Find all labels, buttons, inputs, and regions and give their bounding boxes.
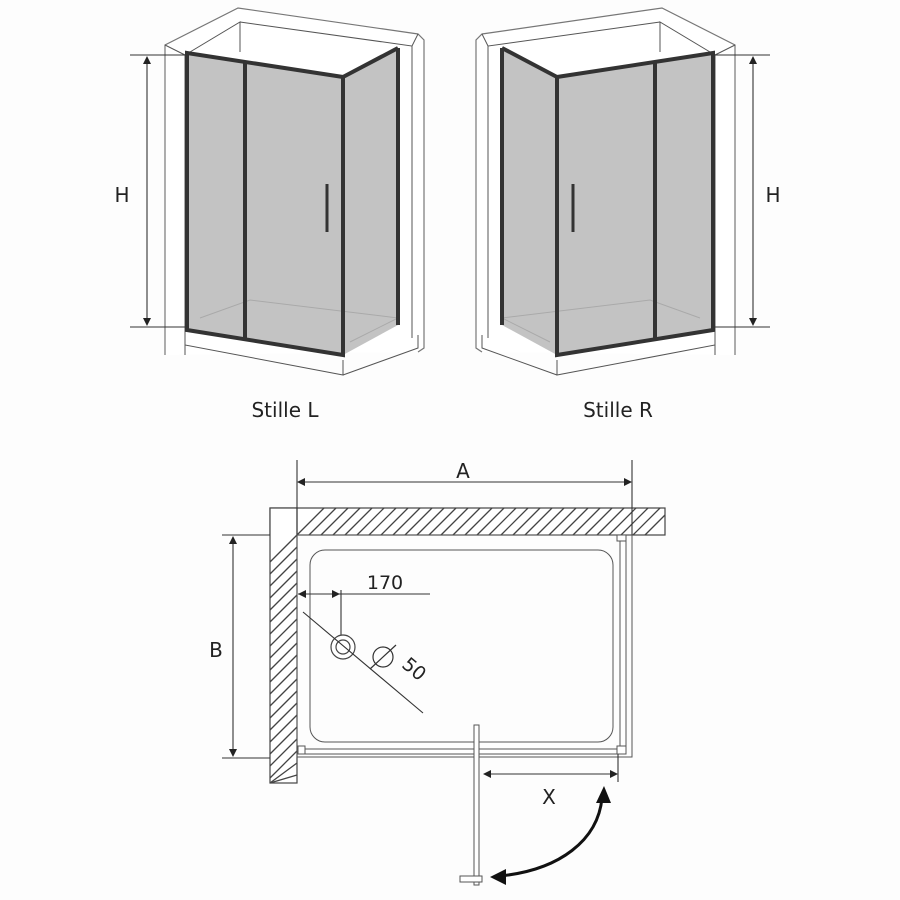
front-panel [297,745,627,755]
hatch-line [620,507,649,536]
hatch-line [416,507,445,536]
hatch-line [269,702,298,731]
hatch-line [269,630,298,659]
hatch-line [269,618,298,647]
hatch-line [524,507,553,536]
hatch-line [392,507,421,536]
hatch-line [269,678,298,707]
hatch-line [269,582,298,611]
hatch-line [269,750,298,779]
hatch-line [269,654,298,683]
hatch-line [269,774,298,784]
hatch-line [548,507,577,536]
hatch-line [308,507,337,536]
hatch-line [572,507,601,536]
plan-view [222,460,666,886]
door-frame [185,46,400,358]
depth-dimension [222,534,270,759]
door-opening-label: X [542,785,556,809]
hatch-line [332,507,361,536]
hatch-line [269,570,298,599]
glass-panels [187,48,398,355]
depth-label: B [209,638,223,662]
hatch-line [452,507,481,536]
tray-outline [296,534,633,758]
hatch-line [269,606,298,635]
hatch-line [269,546,298,575]
wall-hatching [269,507,666,784]
tray-basin [309,549,614,743]
hatch-line [596,507,625,536]
door-opening-dimension [483,754,619,782]
hatch-line [644,514,666,536]
caption-stille-l: Stille L [251,398,319,422]
hatch-line [269,594,298,623]
hatch-line [380,507,409,536]
caption-stille-r: Stille R [583,398,653,422]
hatch-line [344,507,373,536]
hatch-line [428,507,457,536]
hatch-line [269,534,298,563]
hatch-line [356,507,385,536]
drain-offset-dimension [298,590,430,636]
height-label-left: H [114,183,129,207]
drain [302,611,424,714]
hatch-line [512,507,541,536]
open-door [459,724,483,886]
hatch-line [536,507,565,536]
hatch-line [269,738,298,767]
hatch-line [296,507,325,536]
swing-arrow-icon [490,786,611,885]
hatch-line [476,507,505,536]
width-dimension [296,460,633,535]
hatch-line [500,507,529,536]
drain-offset-label: 170 [367,572,403,594]
height-label-right: H [765,183,780,207]
hatch-line [269,642,298,671]
hatch-line [269,726,298,755]
stille-l-view [130,7,425,376]
width-label: A [456,459,470,483]
hatch-line [404,507,433,536]
hatch-line [269,558,298,587]
hatch-line [560,507,589,536]
hatch-line [368,507,397,536]
hatch-line [269,714,298,743]
hatch-line [488,507,517,536]
hatch-line [269,666,298,695]
stille-r-view [474,6,772,377]
hatch-line [584,507,613,536]
diameter-symbol-icon [369,644,397,670]
hatch-line [632,507,661,536]
height-dimension [130,54,187,328]
hatch-line [269,762,298,784]
hatch-line [269,690,298,719]
hatch-line [320,507,349,536]
hatch-line [464,507,493,536]
hatch-line [440,507,469,536]
